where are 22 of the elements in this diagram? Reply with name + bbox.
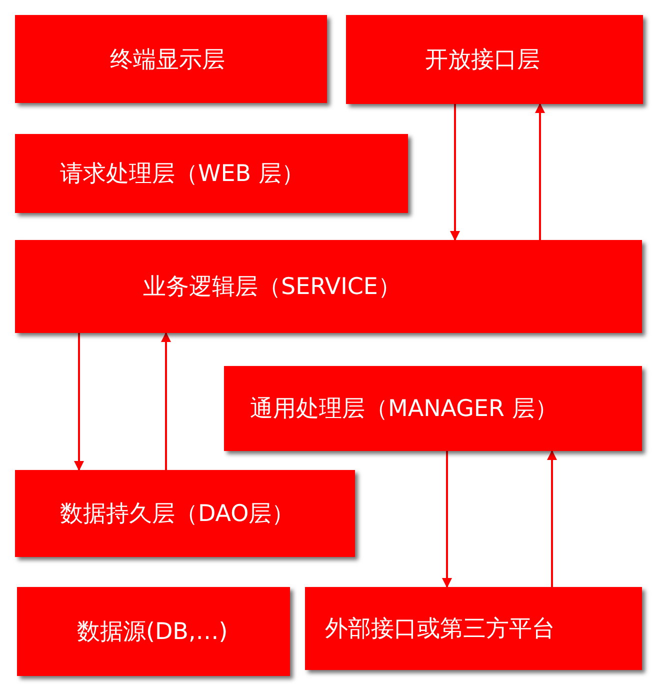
layer-box: [346, 15, 643, 104]
layer-label: 开放接口层: [425, 46, 540, 75]
arrow: [161, 332, 171, 470]
layer-label: 业务逻辑层（SERVICE）: [143, 273, 401, 302]
layer-box: [224, 366, 642, 451]
layer-label: 数据持久层（DAO层）: [60, 500, 295, 529]
arrow: [535, 103, 545, 240]
arrow: [442, 451, 452, 588]
layer-box: [15, 15, 327, 103]
layer-label: 数据源(DB,…): [77, 618, 228, 647]
layer-label: 终端显示层: [110, 46, 225, 74]
arrow: [74, 333, 84, 471]
layer-box: [15, 134, 408, 213]
layer-label: 请求处理层（WEB 层）: [60, 160, 304, 189]
arrow: [547, 450, 557, 587]
layer-box: [305, 587, 642, 670]
layer-label: 通用处理层（MANAGER 层）: [250, 395, 558, 424]
arrow: [450, 104, 460, 241]
layer-box: [15, 470, 355, 557]
layer-box: [17, 587, 290, 676]
layer-box: [15, 240, 642, 333]
layer-label: 外部接口或第三方平台: [325, 615, 555, 644]
